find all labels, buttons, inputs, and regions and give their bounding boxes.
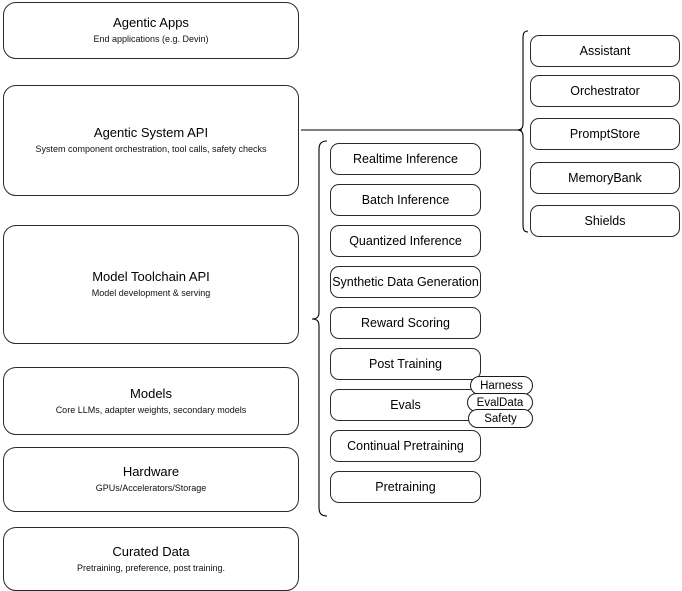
capability-label: Realtime Inference [353, 152, 458, 166]
layer-title: Models [130, 385, 172, 401]
capability-label: Quantized Inference [349, 234, 462, 248]
layer-model-toolchain-api[interactable]: Model Toolchain API Model development & … [3, 225, 299, 344]
capability-quantized-inference[interactable]: Quantized Inference [330, 225, 481, 257]
layer-subtitle: System component orchestration, tool cal… [35, 144, 267, 154]
system-component-shields[interactable]: Shields [530, 205, 680, 237]
system-component-promptstore[interactable]: PromptStore [530, 118, 680, 150]
capability-label: Pretraining [375, 480, 436, 494]
capability-label: Post Training [369, 357, 442, 371]
system-component-orchestrator[interactable]: Orchestrator [530, 75, 680, 107]
layer-models[interactable]: Models Core LLMs, adapter weights, secon… [3, 367, 299, 435]
system-component-label: Orchestrator [570, 84, 640, 98]
capability-label: Continual Pretraining [347, 439, 464, 453]
capability-pretraining[interactable]: Pretraining [330, 471, 481, 503]
layer-title: Model Toolchain API [92, 269, 210, 284]
capability-label: Synthetic Data Generation [332, 275, 479, 289]
capability-synthetic-data-generation[interactable]: Synthetic Data Generation [330, 266, 481, 298]
layer-hardware[interactable]: Hardware GPUs/Accelerators/Storage [3, 447, 299, 512]
system-component-label: Shields [584, 214, 626, 228]
layer-subtitle: Model development & serving [91, 288, 211, 298]
capability-continual-pretraining[interactable]: Continual Pretraining [330, 430, 481, 462]
system-component-assistant[interactable]: Assistant [530, 35, 680, 67]
capability-batch-inference[interactable]: Batch Inference [330, 184, 481, 216]
layer-subtitle: End applications (e.g. Devin) [93, 34, 209, 44]
layer-agentic-apps[interactable]: Agentic Apps End applications (e.g. Devi… [3, 2, 299, 59]
layer-title: Agentic Apps [113, 15, 189, 30]
eval-tag-safety[interactable]: Safety [468, 409, 533, 428]
capability-label: Reward Scoring [361, 316, 450, 330]
system-component-label: MemoryBank [568, 171, 642, 185]
capability-evals[interactable]: Evals [330, 389, 481, 421]
system-component-label: Assistant [579, 44, 631, 58]
system-components-brace [516, 30, 529, 233]
system-component-memorybank[interactable]: MemoryBank [530, 162, 680, 194]
layer-curated-data[interactable]: Curated Data Pretraining, preference, po… [3, 527, 299, 591]
capability-label: Batch Inference [361, 193, 450, 207]
layer-subtitle: Core LLMs, adapter weights, secondary mo… [55, 404, 247, 415]
capability-reward-scoring[interactable]: Reward Scoring [330, 307, 481, 339]
layer-title: Curated Data [112, 543, 190, 559]
capability-label: Evals [390, 398, 421, 412]
toolchain-capabilities-brace [311, 140, 328, 517]
layer-agentic-system-api[interactable]: Agentic System API System component orch… [3, 85, 299, 196]
layer-title: Agentic System API [93, 125, 209, 140]
eval-tag-label: EvalData [476, 396, 524, 409]
layer-subtitle: GPUs/Accelerators/Storage [95, 483, 207, 493]
capability-realtime-inference[interactable]: Realtime Inference [330, 143, 481, 175]
eval-tag-label: Harness [480, 379, 523, 392]
eval-tag-label: Safety [484, 412, 517, 425]
layer-title: Hardware [122, 464, 180, 479]
system-component-label: PromptStore [569, 127, 641, 141]
layer-subtitle: Pretraining, preference, post training. [76, 562, 226, 573]
capability-post-training[interactable]: Post Training [330, 348, 481, 380]
